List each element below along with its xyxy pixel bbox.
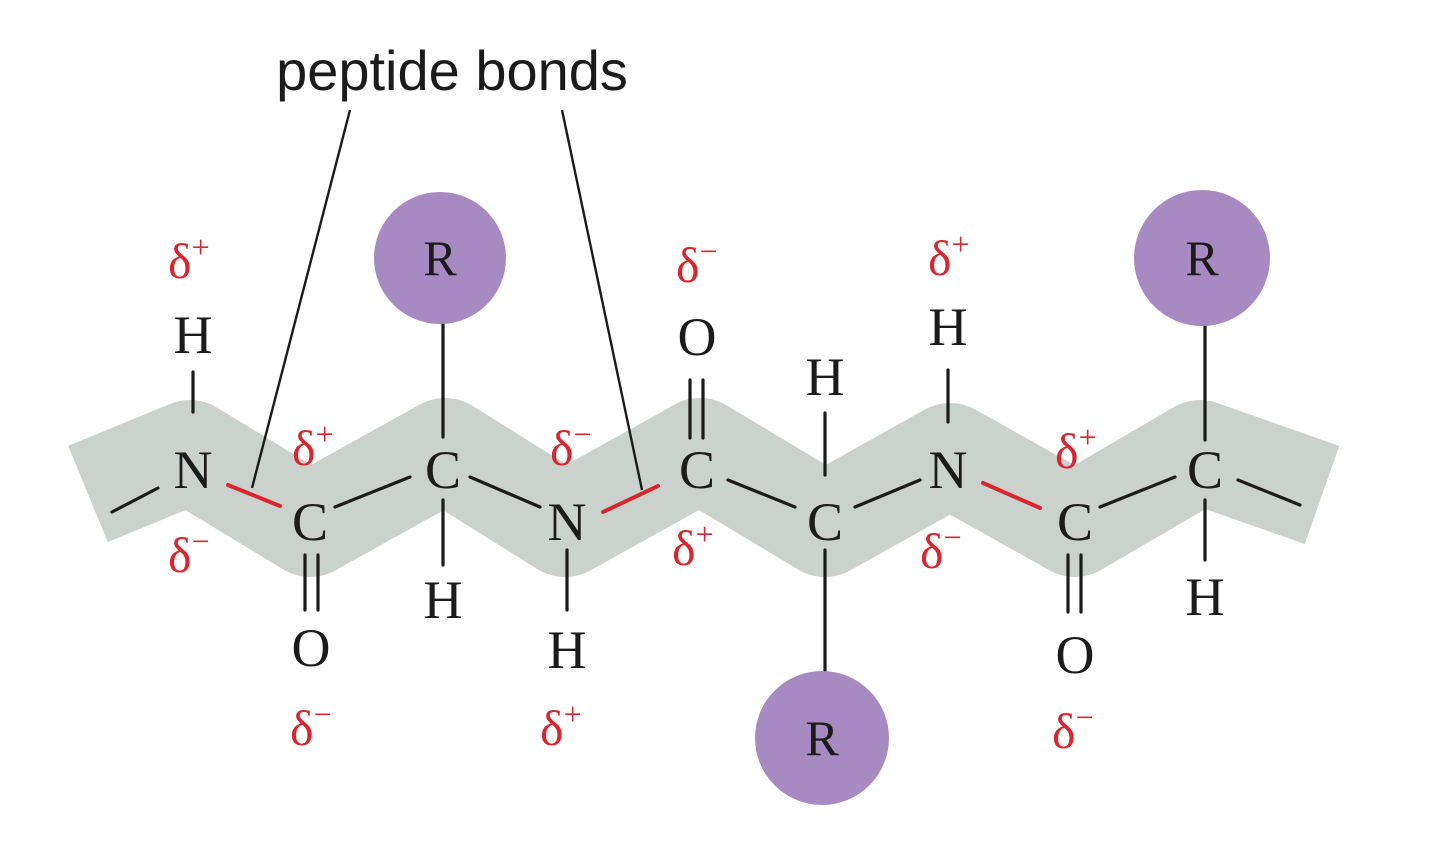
atom-h-ca3: H xyxy=(1186,567,1225,627)
peptide-bond-3 xyxy=(981,481,1042,510)
partial-charge-positive-c2: δ+ xyxy=(672,516,714,576)
atom-c1: C xyxy=(292,492,328,552)
side-chain-r2: R xyxy=(755,671,889,805)
atom-ca1: C xyxy=(425,440,461,500)
peptide-bond-1 xyxy=(226,483,282,508)
atom-h-ca1: H xyxy=(424,570,463,630)
atom-h-n3: H xyxy=(929,297,968,357)
bond-right-end xyxy=(1236,478,1302,507)
atom-c3: C xyxy=(1057,492,1093,552)
atom-h-n1: H xyxy=(174,305,213,365)
purple-circle-icon xyxy=(1134,190,1270,326)
atom-n3: N xyxy=(929,440,968,500)
double-bond-c2-o xyxy=(688,378,705,440)
bond-c1-ca1 xyxy=(333,475,412,509)
bond-c2-ca2 xyxy=(726,478,797,509)
partial-charge-positive-c3: δ+ xyxy=(1055,419,1097,479)
purple-circle-icon xyxy=(374,192,506,324)
partial-charge-negative-n2: δ− xyxy=(550,416,592,476)
bond-ca1-n2 xyxy=(468,475,542,509)
atom-n1: N xyxy=(174,440,213,500)
partial-charge-positive-h-n2: δ+ xyxy=(540,696,582,756)
partial-charge-negative-n3: δ− xyxy=(920,519,962,579)
atom-h-n2: H xyxy=(548,620,587,680)
partial-charge-positive-h-n3: δ+ xyxy=(928,226,970,286)
partial-charge-negative-o3: δ− xyxy=(1052,699,1094,759)
atom-r3: R xyxy=(1185,230,1219,286)
bond-left-end xyxy=(110,486,160,514)
atom-n2: N xyxy=(548,492,587,552)
leader-line-2 xyxy=(560,109,644,491)
partial-charge-positive-c1: δ+ xyxy=(292,416,334,476)
partial-charge-negative-n1: δ− xyxy=(168,523,210,583)
purple-circle-icon xyxy=(755,671,889,805)
bond-c3-ca3 xyxy=(1098,475,1177,509)
atom-ca3: C xyxy=(1187,440,1223,500)
atom-o2: O xyxy=(678,307,717,367)
peptide-bond-2 xyxy=(601,484,660,514)
side-chain-r1: R xyxy=(374,192,506,324)
atom-r2: R xyxy=(805,710,839,766)
atom-c2: C xyxy=(679,440,715,500)
partial-charge-positive-h-n1: δ+ xyxy=(168,229,210,289)
atom-h-ca2: H xyxy=(806,347,845,407)
leader-line-1 xyxy=(250,109,352,489)
side-chain-r3: R xyxy=(1134,190,1270,326)
double-bond-c3-o xyxy=(1066,553,1083,614)
atom-ca2: C xyxy=(807,492,843,552)
caption-peptide-bonds: peptide bonds xyxy=(276,39,628,102)
partial-charge-negative-o1: δ− xyxy=(290,696,332,756)
bond-ca2-n3 xyxy=(853,478,922,509)
atom-r1: R xyxy=(423,230,457,286)
partial-charge-negative-o2: δ− xyxy=(676,233,718,293)
atom-o3: O xyxy=(1056,625,1095,685)
double-bond-c1-o xyxy=(303,553,320,612)
atom-o1: O xyxy=(292,618,331,678)
